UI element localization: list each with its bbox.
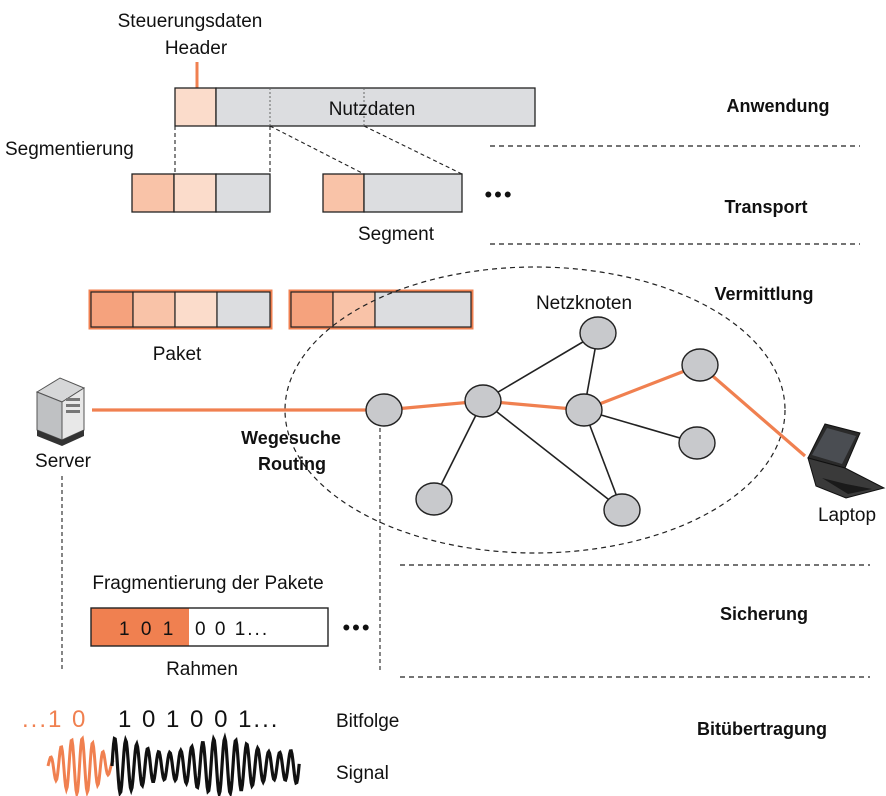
seg1-header-b xyxy=(173,173,217,213)
link-n3-n1 xyxy=(482,332,599,402)
paket-label: Paket xyxy=(153,344,202,365)
frame-colored-part xyxy=(91,608,189,646)
network-nodes xyxy=(365,316,719,527)
steuerungsdaten-label: Steuerungsdaten xyxy=(118,11,263,32)
laptop-label: Laptop xyxy=(818,505,876,526)
packet2-seg-header xyxy=(332,291,376,328)
link-n3-n7 xyxy=(433,400,484,500)
node-gateway xyxy=(365,393,403,427)
packet2-payload xyxy=(374,291,472,328)
frame-more-ellipsis: ••• xyxy=(342,615,371,640)
layer-sicherung: Sicherung xyxy=(720,604,808,624)
link-n4-n6 xyxy=(583,409,623,511)
header-label: Header xyxy=(165,38,228,59)
seg2-payload xyxy=(363,173,463,213)
server-label: Server xyxy=(35,451,92,472)
seg-guide-4 xyxy=(363,125,463,175)
network-cloud xyxy=(284,266,786,554)
segmentierung-label: Segmentierung xyxy=(5,139,134,160)
frame-outline xyxy=(90,607,329,647)
routing-label: Routing xyxy=(258,454,326,474)
seg1-header-a xyxy=(131,173,175,213)
server-icon xyxy=(35,377,86,446)
node-7 xyxy=(415,482,453,516)
netzknoten-label: Netzknoten xyxy=(536,293,632,314)
segment-more-ellipsis: ••• xyxy=(484,182,513,207)
packet2-outline xyxy=(288,289,474,330)
signal-wave-colored xyxy=(46,735,115,796)
node-3 xyxy=(464,384,502,418)
bitstream-colored: ...1 0 xyxy=(22,706,87,733)
packet1-seg-header-b xyxy=(174,291,218,328)
route-path xyxy=(92,363,807,458)
seg1-payload xyxy=(215,173,271,213)
app-header-block xyxy=(174,87,217,127)
nutzdaten-label: Nutzdaten xyxy=(329,99,416,120)
node-6 xyxy=(603,493,641,527)
node-4 xyxy=(565,393,603,427)
link-n3-n6 xyxy=(482,400,623,511)
frame-bits-plain: 0 0 1... xyxy=(195,619,269,640)
seg-guide-3 xyxy=(269,125,365,175)
signal-wave-plain xyxy=(110,732,301,796)
network-links xyxy=(433,332,698,511)
seg2-header xyxy=(322,173,365,213)
node-5 xyxy=(678,426,716,460)
layer-anwendung: Anwendung xyxy=(727,96,830,116)
layer-bituebertragung: Bitübertragung xyxy=(697,719,827,739)
layer-transport: Transport xyxy=(724,197,807,217)
packet1-payload xyxy=(216,291,271,328)
node-1 xyxy=(579,316,617,350)
laptop-icon xyxy=(807,423,886,499)
frame-bits-colored: 1 0 1 xyxy=(119,619,176,640)
bitfolge-label: Bitfolge xyxy=(336,711,399,732)
packet1-outline xyxy=(88,289,273,330)
node-2 xyxy=(681,348,719,382)
packet1-net-header xyxy=(90,291,134,328)
link-n4-n5 xyxy=(583,409,698,444)
fragmentierung-label: Fragmentierung der Pakete xyxy=(92,573,323,594)
packet2-net-header xyxy=(290,291,334,328)
segment-label: Segment xyxy=(358,224,435,245)
app-payload-block xyxy=(215,87,536,127)
layer-vermittlung: Vermittlung xyxy=(714,284,813,304)
rahmen-label: Rahmen xyxy=(166,659,238,680)
signal-label: Signal xyxy=(336,763,389,784)
bitstream-plain: 1 0 1 0 0 1... xyxy=(118,706,279,733)
packet1-seg-header-a xyxy=(132,291,176,328)
wegesuche-label: Wegesuche xyxy=(241,428,341,448)
